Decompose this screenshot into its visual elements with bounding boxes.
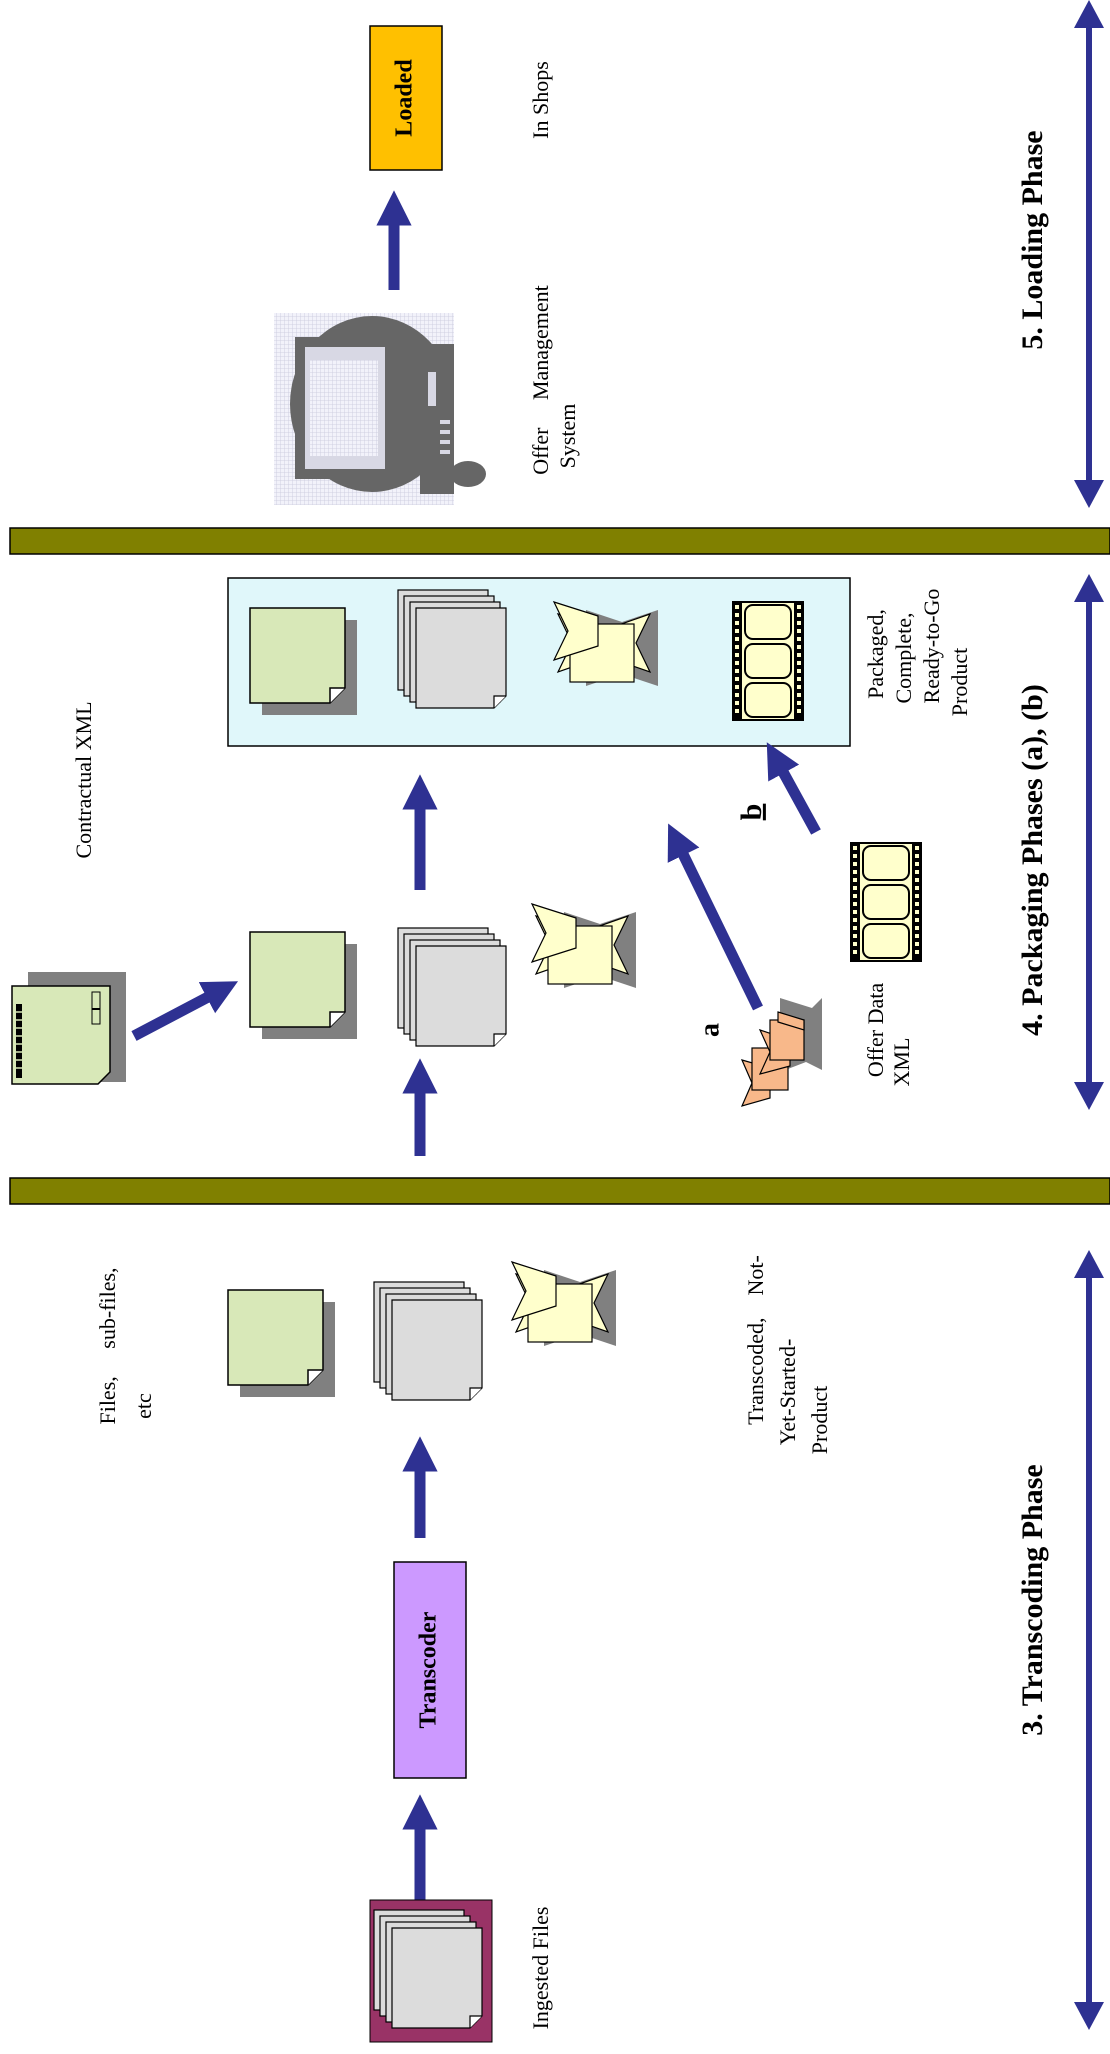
green-document-icon bbox=[250, 608, 357, 715]
transcoded-label-line2: Yet-Started- bbox=[775, 1339, 800, 1446]
phase-separator-bottom bbox=[10, 1178, 1110, 1204]
phase-separator-top bbox=[10, 528, 1110, 554]
path-b-arrow bbox=[782, 770, 816, 832]
loading-phase-label: 5. Loading Phase bbox=[1016, 130, 1049, 349]
transcoded-label-line1: Transcoded, Not- bbox=[743, 1255, 768, 1425]
files-label-line1: Files, sub-files, bbox=[95, 1267, 120, 1424]
document-stack-icon bbox=[398, 590, 506, 708]
ingested-files-label: Ingested Files bbox=[528, 1907, 553, 2030]
loading-phase-arrow bbox=[1074, 0, 1104, 508]
transcoding-phase-label: 3. Transcoding Phase bbox=[1016, 1464, 1049, 1735]
in-shops-label: In Shops bbox=[528, 61, 553, 139]
path-a-label: a bbox=[694, 1023, 725, 1037]
ingested-files-icon bbox=[370, 1900, 492, 2042]
packaged-label-line3: Ready-to-Go bbox=[919, 589, 944, 704]
packaged-label-line1: Packaged, bbox=[863, 609, 888, 699]
offer-data-label-line2: XML bbox=[889, 1038, 914, 1087]
packaged-label-line4: Product bbox=[947, 648, 972, 716]
offer-data-label-line1: Offer Data bbox=[863, 983, 888, 1077]
offer-data-shapes-icon bbox=[742, 998, 822, 1106]
packaging-phase-arrow bbox=[1074, 574, 1104, 1110]
document-stack-icon bbox=[374, 1282, 482, 1400]
offer-management-label-line2: System bbox=[555, 404, 580, 469]
computer-icon bbox=[274, 313, 486, 505]
svg-text:Transcoder: Transcoder bbox=[416, 1611, 442, 1728]
film-strip-icon bbox=[850, 842, 922, 962]
offer-management-label-line1: Offer Management bbox=[528, 285, 553, 475]
bowtie-shapes-icon bbox=[532, 904, 636, 988]
packaged-label-line2: Complete, bbox=[891, 612, 916, 703]
svg-text:Loaded: Loaded bbox=[392, 59, 418, 137]
green-document-icon bbox=[250, 932, 357, 1039]
path-b-label: b bbox=[735, 804, 768, 821]
path-a-arrow bbox=[682, 852, 758, 1008]
film-strip-icon bbox=[732, 601, 804, 721]
transcoder-box: Transcoder bbox=[394, 1562, 466, 1778]
contract-to-doc-arrow bbox=[134, 996, 210, 1036]
contract-document-icon bbox=[12, 972, 126, 1084]
files-label-line2: etc bbox=[131, 1393, 156, 1419]
packaging-phase-label: 4. Packaging Phases (a), (b) bbox=[1016, 684, 1049, 1036]
transcoding-phase-arrow bbox=[1074, 1250, 1104, 2030]
bowtie-shapes-icon bbox=[512, 1262, 616, 1346]
green-document-icon bbox=[228, 1290, 335, 1397]
transcoded-label-line3: Product bbox=[807, 1386, 832, 1454]
contractual-xml-label: Contractual XML bbox=[71, 701, 96, 858]
document-stack-icon bbox=[398, 928, 506, 1046]
loaded-box: Loaded bbox=[370, 26, 442, 170]
